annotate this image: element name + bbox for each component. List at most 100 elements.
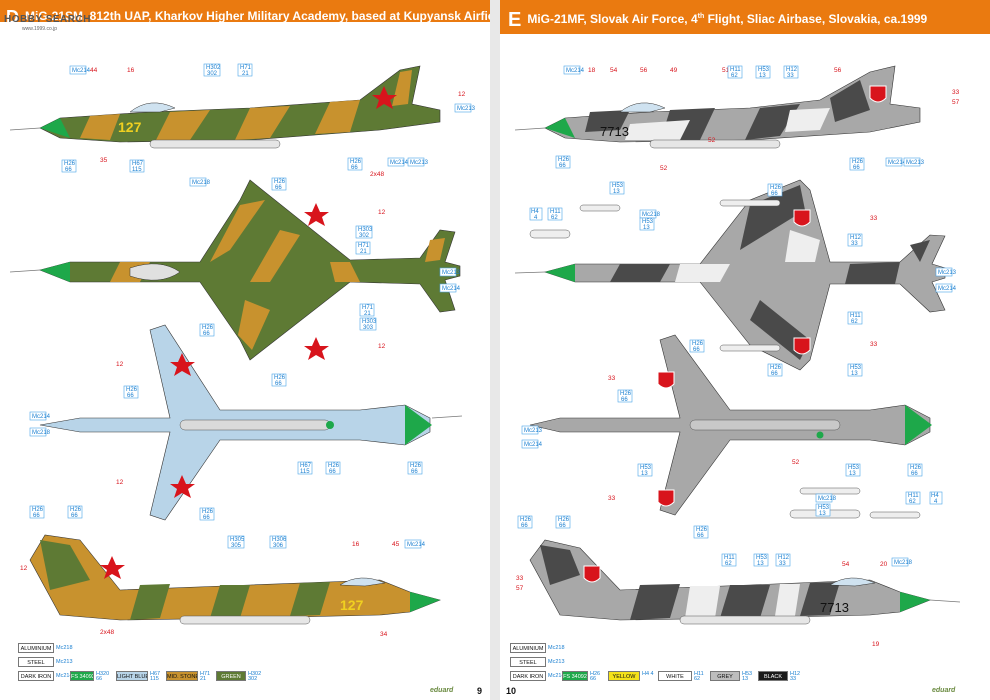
svg-text:66: 66 xyxy=(275,185,282,191)
svg-text:33: 33 xyxy=(608,495,616,502)
svg-text:H303: H303 xyxy=(362,319,377,325)
legend-light-blue-code: H67 115 xyxy=(150,671,161,682)
svg-text:34: 34 xyxy=(380,631,388,638)
svg-text:52: 52 xyxy=(660,165,668,172)
svg-text:H11: H11 xyxy=(724,555,735,561)
left-profile-letter: D xyxy=(6,6,19,22)
svg-text:13: 13 xyxy=(643,225,650,231)
svg-text:57: 57 xyxy=(952,99,960,106)
svg-text:H26: H26 xyxy=(696,527,708,533)
svg-text:H303: H303 xyxy=(358,227,373,233)
left-page-number: 9 xyxy=(476,686,482,696)
svg-text:21: 21 xyxy=(242,71,249,77)
left-brand-logo: eduard xyxy=(430,687,454,694)
svg-text:Mc214: Mc214 xyxy=(888,160,907,166)
mig21mf-side-view-top: 7713 xyxy=(514,65,921,149)
mig21sm-side-view-top: 127 xyxy=(9,65,441,149)
right-illustrations: 7713 xyxy=(514,65,961,648)
svg-text:13: 13 xyxy=(849,471,856,477)
svg-text:H53: H53 xyxy=(640,465,652,471)
svg-text:Mc218: Mc218 xyxy=(642,212,661,218)
svg-text:33: 33 xyxy=(516,575,524,582)
svg-text:66: 66 xyxy=(127,393,134,399)
svg-text:H26: H26 xyxy=(350,159,362,165)
legend-yellow: YELLOW xyxy=(608,671,640,681)
svg-text:H53: H53 xyxy=(850,365,862,371)
svg-text:H26: H26 xyxy=(852,159,864,165)
svg-text:H11: H11 xyxy=(908,493,919,499)
svg-text:H53: H53 xyxy=(818,505,830,511)
svg-text:302: 302 xyxy=(359,233,370,239)
svg-text:H26: H26 xyxy=(64,161,76,167)
right-profile-letter: E xyxy=(508,8,522,31)
svg-text:66: 66 xyxy=(71,513,78,519)
mig21sm-bottom-view xyxy=(39,324,463,521)
svg-text:Mc213: Mc213 xyxy=(906,160,925,166)
svg-text:54: 54 xyxy=(842,561,850,568)
callout-44: 44 xyxy=(90,67,98,74)
right-brand-logo: eduard xyxy=(932,687,956,694)
svg-text:13: 13 xyxy=(759,73,766,79)
right-page-number: 10 xyxy=(506,686,517,696)
svg-text:12: 12 xyxy=(20,565,28,572)
svg-text:66: 66 xyxy=(65,167,72,173)
svg-text:18: 18 xyxy=(588,67,596,74)
svg-text:66: 66 xyxy=(771,371,778,377)
left-illustrations: 127 xyxy=(9,63,476,638)
right-tail-number-1: 7713 xyxy=(600,124,629,139)
svg-text:Mc213: Mc213 xyxy=(410,160,429,166)
mig21sm-top-view xyxy=(9,179,461,361)
svg-text:66: 66 xyxy=(203,515,210,521)
svg-text:H26: H26 xyxy=(126,387,138,393)
svg-text:12: 12 xyxy=(378,343,386,350)
svg-text:66: 66 xyxy=(697,533,704,539)
legend-fs-code: H320 66 xyxy=(96,671,110,682)
svg-text:Mc213: Mc213 xyxy=(457,106,476,112)
legend-aluminium-r: ALUMINIUM xyxy=(510,643,546,653)
legend-fs-34092: FS 34092 xyxy=(70,671,94,681)
legend-light-blue: LIGHT BLUE xyxy=(116,671,148,681)
callout-mc214: Mc214 xyxy=(72,68,91,74)
left-tail-number-2: 127 xyxy=(340,597,364,613)
svg-text:33: 33 xyxy=(608,375,616,382)
legend-fs-34092-r: FS 34092 xyxy=(562,671,588,681)
callout-16: 16 xyxy=(127,67,135,74)
svg-text:66: 66 xyxy=(853,165,860,171)
svg-text:H26: H26 xyxy=(558,517,570,523)
svg-text:33: 33 xyxy=(870,215,878,222)
svg-text:H12: H12 xyxy=(786,67,798,73)
left-tail-number-1: 127 xyxy=(118,119,142,135)
legend-white-code: H11 62 xyxy=(694,671,704,682)
svg-text:62: 62 xyxy=(551,215,558,221)
svg-text:Mc213: Mc213 xyxy=(442,270,461,276)
svg-text:H306: H306 xyxy=(272,537,287,543)
legend-aluminium-code-r: Mc218 xyxy=(548,645,565,651)
svg-text:H26: H26 xyxy=(32,507,44,513)
svg-text:12: 12 xyxy=(378,209,386,216)
svg-text:66: 66 xyxy=(559,163,566,169)
svg-text:Mc218: Mc218 xyxy=(32,430,51,436)
svg-text:H26: H26 xyxy=(202,325,214,331)
svg-text:2x48: 2x48 xyxy=(370,171,384,178)
svg-text:35: 35 xyxy=(100,157,108,164)
svg-text:Mc214: Mc214 xyxy=(32,414,51,420)
right-title-sup: th xyxy=(697,13,705,20)
svg-text:33: 33 xyxy=(787,73,794,79)
svg-text:H11: H11 xyxy=(850,313,861,319)
svg-text:13: 13 xyxy=(641,471,648,477)
svg-text:H11: H11 xyxy=(550,209,561,215)
svg-text:H26: H26 xyxy=(620,391,632,397)
svg-text:306: 306 xyxy=(273,543,284,549)
legend-dark-iron: DARK IRON xyxy=(18,671,54,681)
svg-text:51: 51 xyxy=(722,67,730,74)
svg-text:H26: H26 xyxy=(692,341,704,347)
svg-text:Mc218: Mc218 xyxy=(818,496,837,502)
svg-text:62: 62 xyxy=(851,319,858,325)
svg-text:Mc214: Mc214 xyxy=(524,442,543,448)
svg-text:H26: H26 xyxy=(202,509,214,515)
svg-text:62: 62 xyxy=(909,499,916,505)
legend-aluminium: ALUMINIUM xyxy=(18,643,54,653)
legend-dark-iron-r: DARK IRON xyxy=(510,671,546,681)
